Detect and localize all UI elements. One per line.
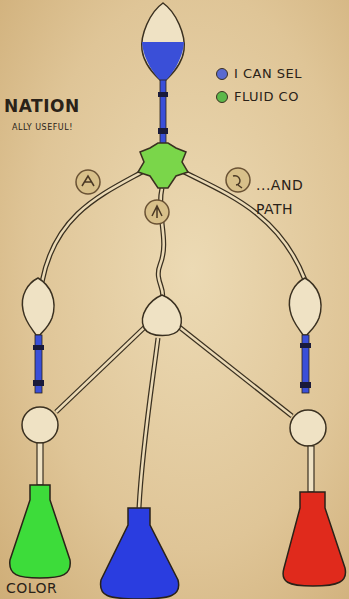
legend-swatch — [216, 68, 228, 80]
legend-row: FLUID CO — [216, 89, 299, 104]
legend-row: I CAN SEL — [216, 66, 302, 81]
legend-text: I CAN SEL — [234, 66, 302, 81]
heading-fragment: NATION — [4, 96, 80, 116]
legend-text: FLUID CO — [234, 89, 299, 104]
caption-fragment: COLOR — [6, 580, 57, 596]
legend-swatch — [216, 91, 228, 103]
note-text: ALLY USEFUL! — [12, 123, 73, 132]
note-text: ...AND PATH — [256, 174, 318, 222]
